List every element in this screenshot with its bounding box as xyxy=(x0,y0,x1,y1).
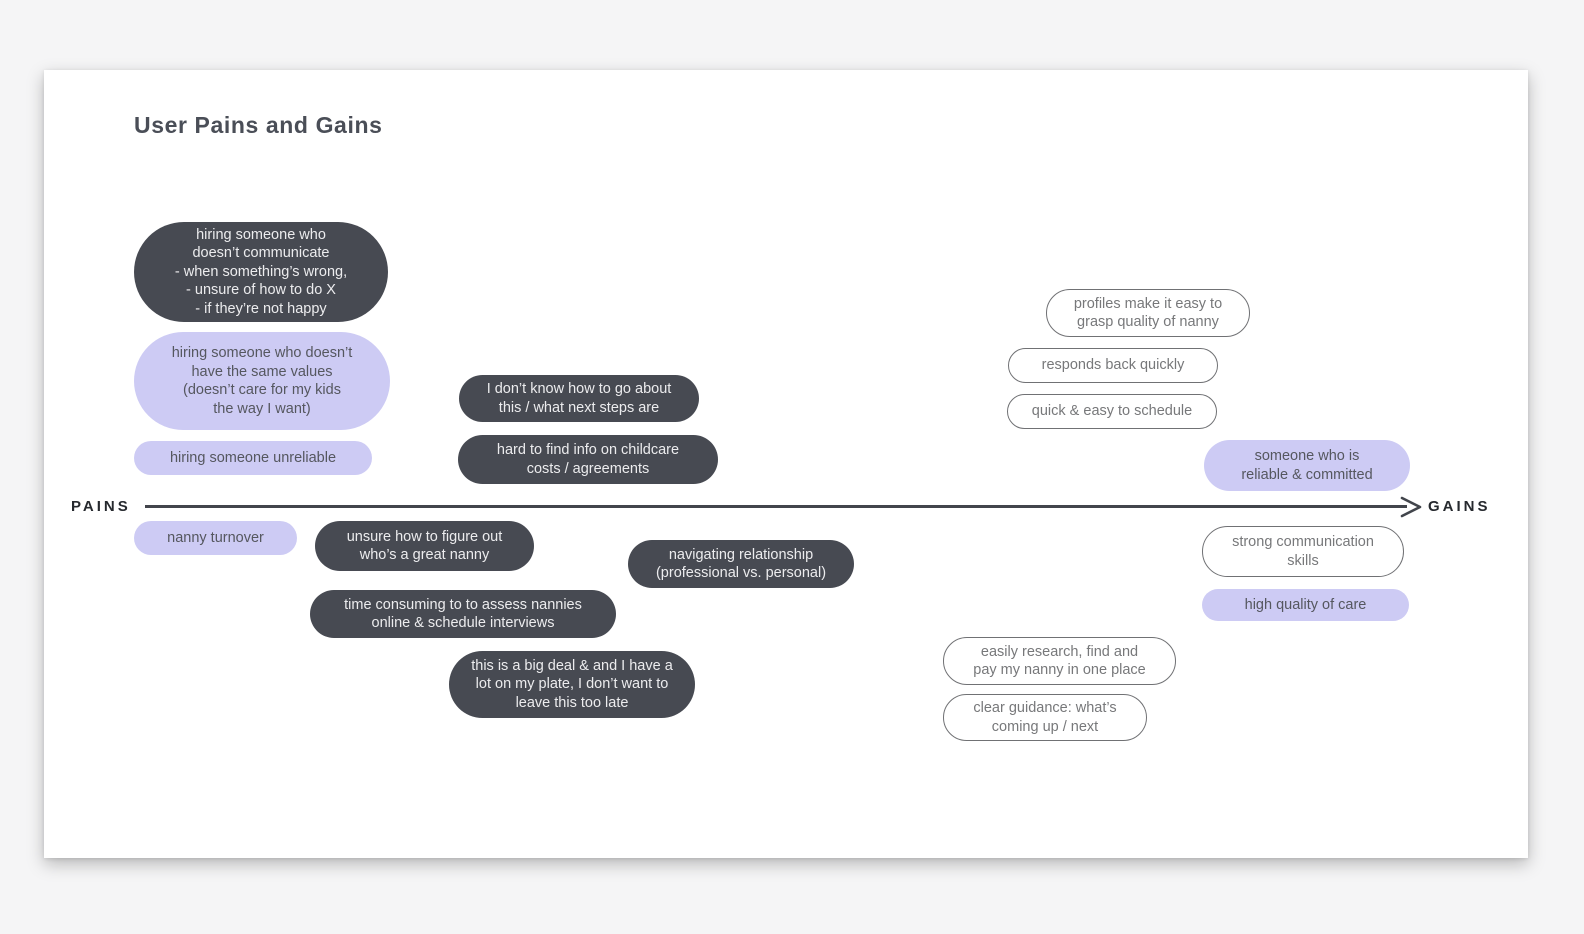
pain-note-unreliable[interactable]: hiring someone unreliable xyxy=(134,441,372,475)
pains-gains-axis-line xyxy=(145,505,1407,508)
axis-arrow-right-icon xyxy=(1400,496,1422,518)
pain-note-nanny-turnover[interactable]: nanny turnover xyxy=(134,521,297,555)
axis-label-gains: GAINS xyxy=(1428,498,1491,515)
gain-note-easy-schedule[interactable]: quick & easy to schedule xyxy=(1007,394,1217,429)
pain-note-next-steps[interactable]: I don’t know how to go about this / what… xyxy=(459,375,699,422)
gain-note-research-pay[interactable]: easily research, find and pay my nanny i… xyxy=(943,637,1176,685)
axis-label-pains: PAINS xyxy=(71,498,131,515)
pain-note-same-values[interactable]: hiring someone who doesn’t have the same… xyxy=(134,332,390,430)
gain-note-clear-guidance[interactable]: clear guidance: what’s coming up / next xyxy=(943,694,1147,741)
gain-note-responds-quickly[interactable]: responds back quickly xyxy=(1008,348,1218,383)
pain-note-big-deal[interactable]: this is a big deal & and I have a lot on… xyxy=(449,651,695,718)
page-title: User Pains and Gains xyxy=(134,112,383,138)
gain-note-quality-care[interactable]: high quality of care xyxy=(1202,589,1409,621)
gain-note-profiles[interactable]: profiles make it easy to grasp quality o… xyxy=(1046,289,1250,337)
pain-note-relationship[interactable]: navigating relationship (professional vs… xyxy=(628,540,854,588)
pain-note-communication[interactable]: hiring someone who doesn’t communicate -… xyxy=(134,222,388,322)
pain-note-childcare-info[interactable]: hard to find info on childcare costs / a… xyxy=(458,435,718,484)
gain-note-communication[interactable]: strong communication skills xyxy=(1202,526,1404,577)
whiteboard-canvas: User Pains and Gains PAINS GAINS hiring … xyxy=(44,70,1528,858)
gain-note-reliable-committed[interactable]: someone who is reliable & committed xyxy=(1204,440,1410,491)
pain-note-great-nanny[interactable]: unsure how to figure out who’s a great n… xyxy=(315,521,534,571)
pain-note-time-consuming[interactable]: time consuming to to assess nannies onli… xyxy=(310,590,616,638)
